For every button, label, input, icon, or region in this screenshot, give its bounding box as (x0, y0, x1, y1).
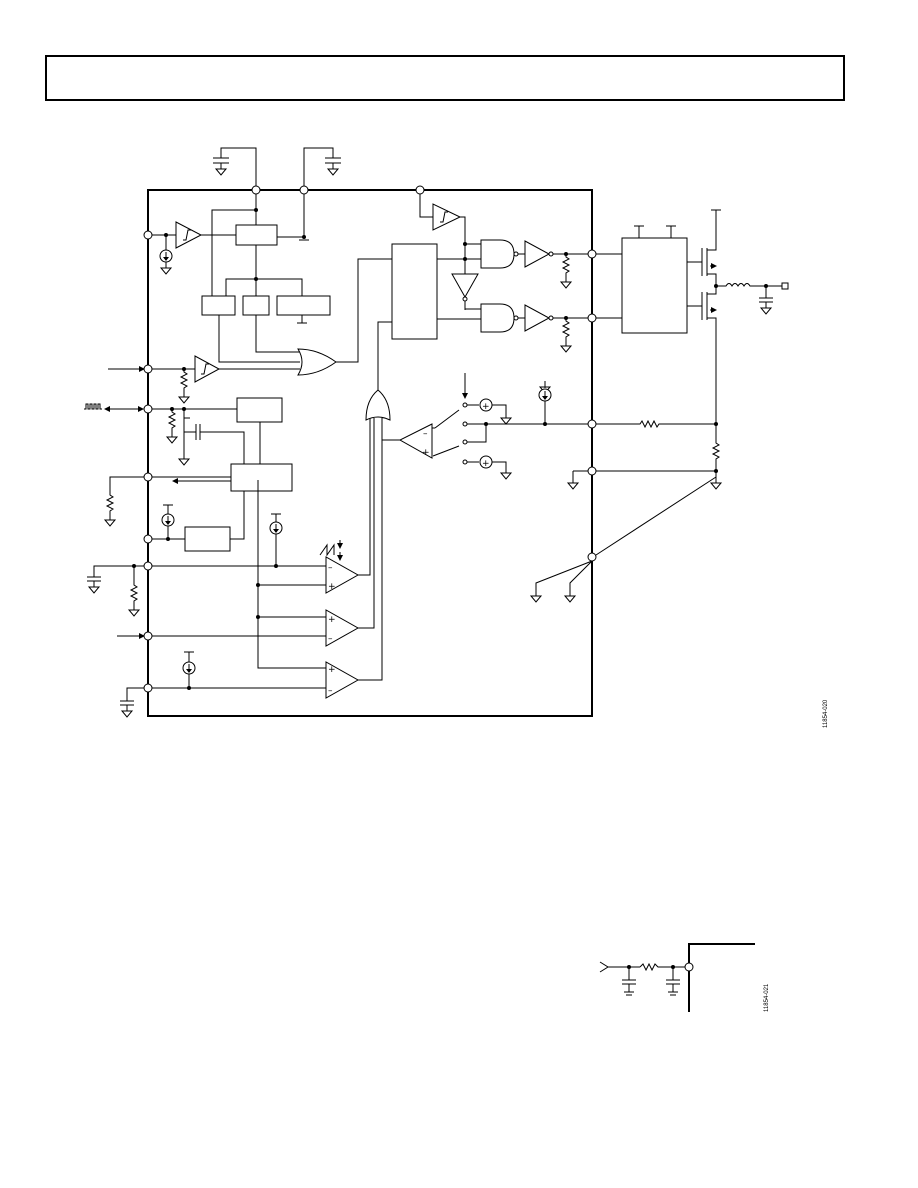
inverter-mid (451, 273, 479, 299)
softstart-block (184, 526, 231, 552)
svg-text:+: + (328, 665, 336, 675)
sync-detect-block (236, 397, 283, 423)
regulator-block (235, 224, 278, 246)
svg-text:–: – (328, 563, 333, 573)
enable-input-section (143, 221, 236, 275)
regulator-section (201, 194, 331, 363)
por-block (276, 295, 331, 316)
oscillator-block (230, 463, 293, 492)
svg-text:+: + (328, 582, 336, 592)
pin-right-cs (587, 419, 597, 429)
external-power-stage (530, 209, 789, 603)
or-gate-2 (365, 389, 391, 421)
nand-gate-2 (480, 303, 515, 333)
schmitt-buffer-2 (194, 355, 221, 383)
low-side-driver (437, 301, 588, 353)
uvlo-block (201, 295, 236, 316)
comparator-section: – + + – + – (87, 480, 360, 718)
svg-text:+: + (482, 459, 490, 469)
top-capacitors (213, 147, 341, 190)
pin-top-2 (299, 185, 309, 195)
svg-text:–: – (328, 634, 333, 644)
input-filter-figure (599, 943, 755, 1012)
pin-top-1 (251, 185, 261, 195)
svg-text:+: + (328, 615, 336, 625)
comparator-2 (325, 609, 360, 647)
nand-gate-1 (480, 239, 515, 269)
pwm-input-section (108, 355, 300, 404)
cs-amplifier (398, 423, 433, 459)
driver-buffer-1 (524, 240, 551, 268)
softstart-section (143, 491, 245, 552)
pin-right-sense (587, 552, 597, 562)
figure-code-2: 11854-021 (764, 983, 770, 1012)
control-logic-block (391, 243, 438, 340)
high-side-driver (437, 239, 588, 289)
pin-top-3 (415, 185, 425, 195)
svg-text:–: – (328, 686, 333, 696)
svg-text:+: + (482, 402, 490, 412)
svg-text:+: + (422, 448, 430, 458)
current-sense-section: + + – + (382, 373, 588, 480)
pin-right-gnd (587, 466, 597, 476)
pin-right-hs (587, 249, 597, 259)
figure-code-1: 11854-020 (823, 699, 829, 728)
comparator-3 (325, 661, 360, 699)
ref-block (242, 295, 270, 316)
pin-right-ls (587, 313, 597, 323)
page-header-box (45, 55, 845, 101)
svg-text:–: – (423, 429, 428, 439)
driver-buffer-2 (524, 304, 551, 332)
freq-pin-section (104, 472, 231, 527)
schmitt-buffer-1 (175, 221, 203, 249)
comparator-1 (325, 556, 360, 594)
external-driver-block (621, 237, 688, 334)
or-gate-1 (297, 348, 337, 376)
sync-section (84, 397, 293, 492)
ic-outline (147, 189, 593, 717)
